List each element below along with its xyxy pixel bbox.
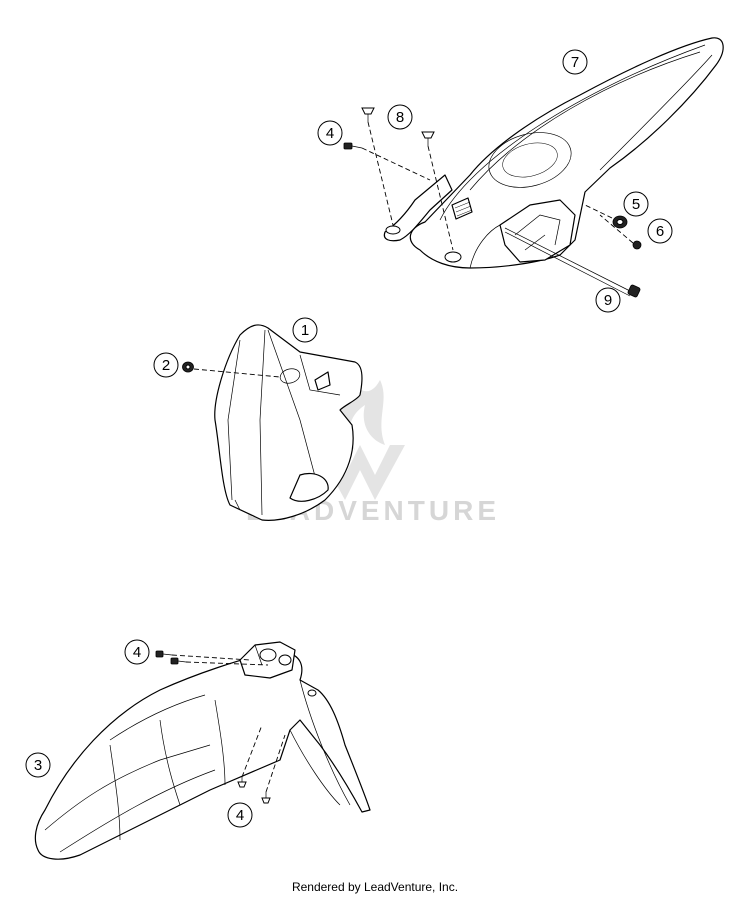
callout-label: 8 [396, 109, 404, 126]
callout-label: 3 [34, 757, 42, 774]
callout-label: 9 [604, 292, 612, 309]
callout-1: 1 [292, 317, 318, 343]
callout-9: 9 [595, 287, 621, 313]
callout-2: 2 [153, 352, 179, 378]
callout-8: 8 [387, 104, 413, 130]
callout-label: 4 [236, 807, 244, 824]
plate-nut [182, 361, 281, 378]
callout-label: 6 [656, 223, 664, 240]
callout-3: 3 [25, 752, 51, 778]
footer-credit: Rendered by LeadVenture, Inc. [291, 880, 459, 894]
callout-4-rear: 4 [317, 120, 343, 146]
callout-label: 4 [326, 125, 334, 142]
callout-label: 2 [162, 357, 170, 374]
callout-7: 7 [562, 49, 588, 75]
callout-5: 5 [623, 191, 649, 217]
callout-label: 7 [571, 54, 579, 71]
callout-6: 6 [647, 218, 673, 244]
callout-4-front-top: 4 [124, 639, 150, 665]
front-fender [34, 641, 371, 860]
callout-label: 1 [301, 322, 309, 339]
number-plate [214, 324, 363, 521]
callout-label: 5 [632, 196, 640, 213]
vent-grille [451, 197, 473, 220]
rear-fender [383, 37, 724, 269]
rear-hardware [343, 107, 642, 298]
front-hardware [155, 650, 286, 804]
callout-label: 4 [133, 644, 141, 661]
callout-4-front-bottom: 4 [227, 802, 253, 828]
